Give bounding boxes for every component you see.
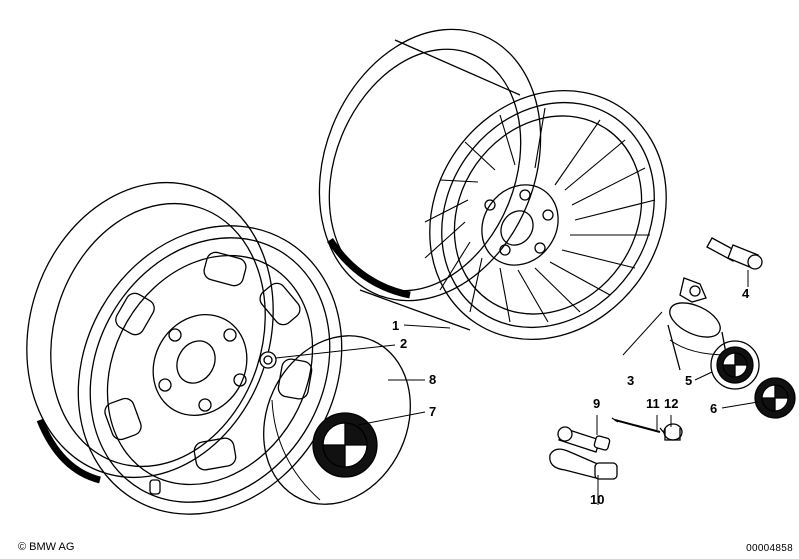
center-cap-5 bbox=[667, 302, 760, 390]
callout-9: 9 bbox=[593, 396, 600, 411]
callout-3: 3 bbox=[627, 373, 634, 388]
hubcap-plate bbox=[263, 335, 411, 505]
bmw-roundel-7 bbox=[312, 412, 378, 478]
callout-8: 8 bbox=[429, 372, 436, 387]
wheel-slotted bbox=[26, 181, 343, 515]
callout-6: 6 bbox=[710, 401, 717, 416]
copyright: © BMW AG bbox=[18, 541, 75, 553]
callout-10: 10 bbox=[590, 492, 604, 507]
bmw-roundel-6 bbox=[754, 377, 796, 419]
callout-12: 12 bbox=[664, 396, 678, 411]
callout-7: 7 bbox=[429, 404, 436, 419]
valve-cap-12 bbox=[663, 423, 683, 441]
callout-1: 1 bbox=[392, 318, 399, 333]
lug-bolt-2 bbox=[259, 351, 277, 369]
wheel-multispoke bbox=[318, 28, 667, 341]
rubber-valve-10 bbox=[549, 448, 618, 480]
leader-lines bbox=[275, 270, 759, 505]
lug-nut-3 bbox=[679, 277, 707, 303]
callout-4: 4 bbox=[742, 286, 750, 301]
wheel-bolt-4 bbox=[706, 237, 763, 270]
callout-5: 5 bbox=[685, 373, 692, 388]
callout-11: 11 bbox=[646, 396, 660, 411]
document-number: 00004858 bbox=[746, 543, 793, 554]
valve-9 bbox=[557, 426, 611, 453]
callout-2: 2 bbox=[400, 336, 407, 351]
